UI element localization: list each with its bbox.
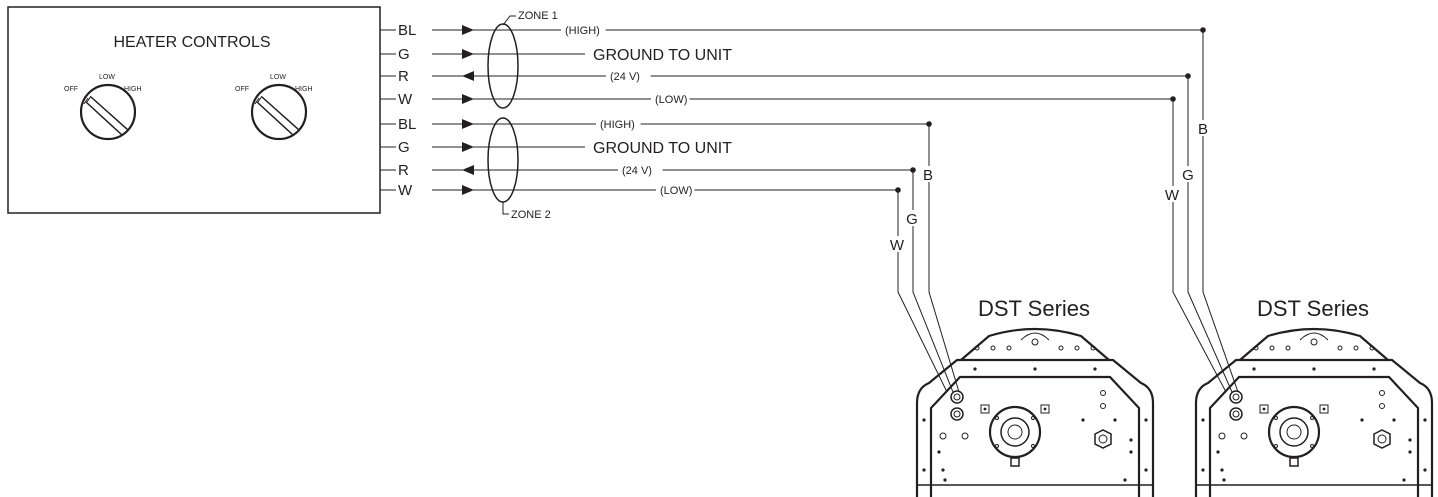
zone1-drop-label-w: W [1165,187,1180,204]
zone2-label: ZONE 2 [511,209,551,221]
wire-note-label: (LOW) [660,185,692,197]
zone2-junction-dot [910,167,916,173]
zone1-knob-low-label: LOW [99,74,115,81]
terminal-code: R [398,162,409,179]
zone1-drop-wires: B G W [1164,27,1239,393]
ground-to-unit-label: GROUND TO UNIT [593,140,732,157]
heater-controls-title: HEATER CONTROLS [113,34,270,51]
zone2-drop-wires: B G W [889,121,960,393]
arrow-right-icon [462,142,474,152]
zone2-drop-label-b: B [923,167,933,184]
zone1-drop-label-g: G [1182,167,1194,184]
zone1-junction-dot [1200,27,1206,33]
dst-series-label: DST Series [1257,296,1369,321]
zone1-cable-bundle: ZONE 1 [487,10,558,109]
arrow-right-icon [462,49,474,59]
arrow-right-icon [462,25,474,35]
terminal-code: BL [398,22,416,39]
terminal-code: W [398,91,413,108]
zone2-knob-high-label: HIGH [295,86,313,93]
zone2-drop-label-w: W [890,237,905,254]
wire-note-label: (24 V) [622,165,652,177]
wire-note-label: (HIGH) [565,25,600,37]
zone1-knob-high-label: HIGH [124,86,142,93]
terminal-code: BL [398,116,416,133]
zone2-junction-dot [895,187,901,193]
dst-series-unit: DST Series [915,296,1155,497]
arrow-left-icon [462,165,474,175]
zone2-knob-low-label: LOW [270,74,286,81]
terminal-code: G [398,46,410,63]
wire-runs: (HIGH) GROUND TO UNIT (24 V) (LOW) (HIGH) GRO… [490,25,1203,197]
wire-note-label: (LOW) [655,94,687,106]
dst-series-unit: DST Series [1194,296,1434,497]
zone2-thermostat-knob: OFF LOW HIGH [235,74,313,141]
terminal-code: W [398,182,413,199]
zone1-thermostat-knob: OFF LOW HIGH [64,74,142,141]
zone2-knob-off-label: OFF [235,86,249,93]
dst-series-label: DST Series [978,296,1090,321]
wire-note-label: (24 V) [610,71,640,83]
arrow-right-icon [462,185,474,195]
wire-note-label: (HIGH) [600,119,635,131]
arrow-right-icon [462,94,474,104]
zone2-cable-bundle: ZONE 2 [487,117,551,221]
arrow-right-icon [462,119,474,129]
zone1-junction-dot [1170,96,1176,102]
dst-units: DST Series DST Series [915,296,1434,497]
ground-to-unit-label: GROUND TO UNIT [593,47,732,64]
terminal-code: R [398,68,409,85]
terminal-code: G [398,139,410,156]
arrow-left-icon [462,71,474,81]
heater-controls-panel: HEATER CONTROLS OFF LOW HIGH OFF LOW HIG… [7,6,381,214]
zone1-knob-off-label: OFF [64,86,78,93]
zone1-junction-dot [1185,73,1191,79]
zone1-label: ZONE 1 [518,10,558,22]
zone2-drop-label-g: G [906,211,918,228]
zone2-junction-dot [926,121,932,127]
zone1-drop-label-b: B [1198,121,1208,138]
